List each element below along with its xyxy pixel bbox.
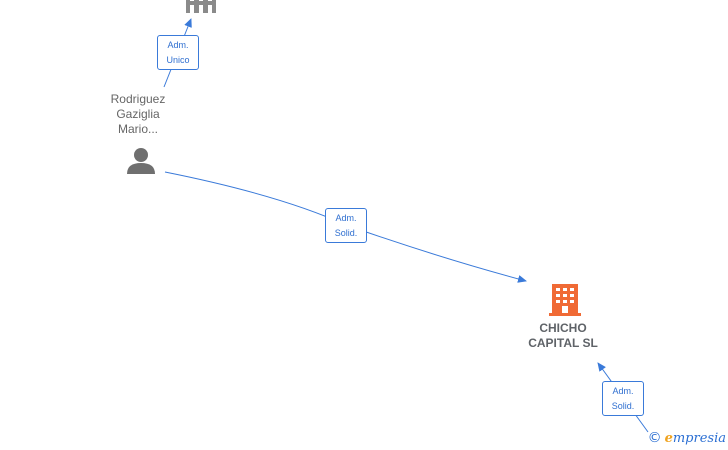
person-icon[interactable] <box>127 148 155 174</box>
brand-initial: e <box>664 431 673 446</box>
edge-role-label: Adm. Solid. <box>325 208 367 243</box>
building-icon[interactable] <box>186 0 216 13</box>
brand-name: mpresia <box>672 431 726 446</box>
edge-role-label: Adm. Unico <box>157 35 199 70</box>
company-name-label[interactable]: CHICHO CAPITAL SL <box>528 321 598 350</box>
edge-role-label: Adm. Solid. <box>602 381 644 416</box>
copyright-symbol: © <box>647 430 662 446</box>
empresia-watermark: ©empresia <box>648 430 726 446</box>
person-name-label[interactable]: Rodriguez Gaziglia Mario... <box>110 92 166 136</box>
building-icon[interactable] <box>549 284 581 316</box>
